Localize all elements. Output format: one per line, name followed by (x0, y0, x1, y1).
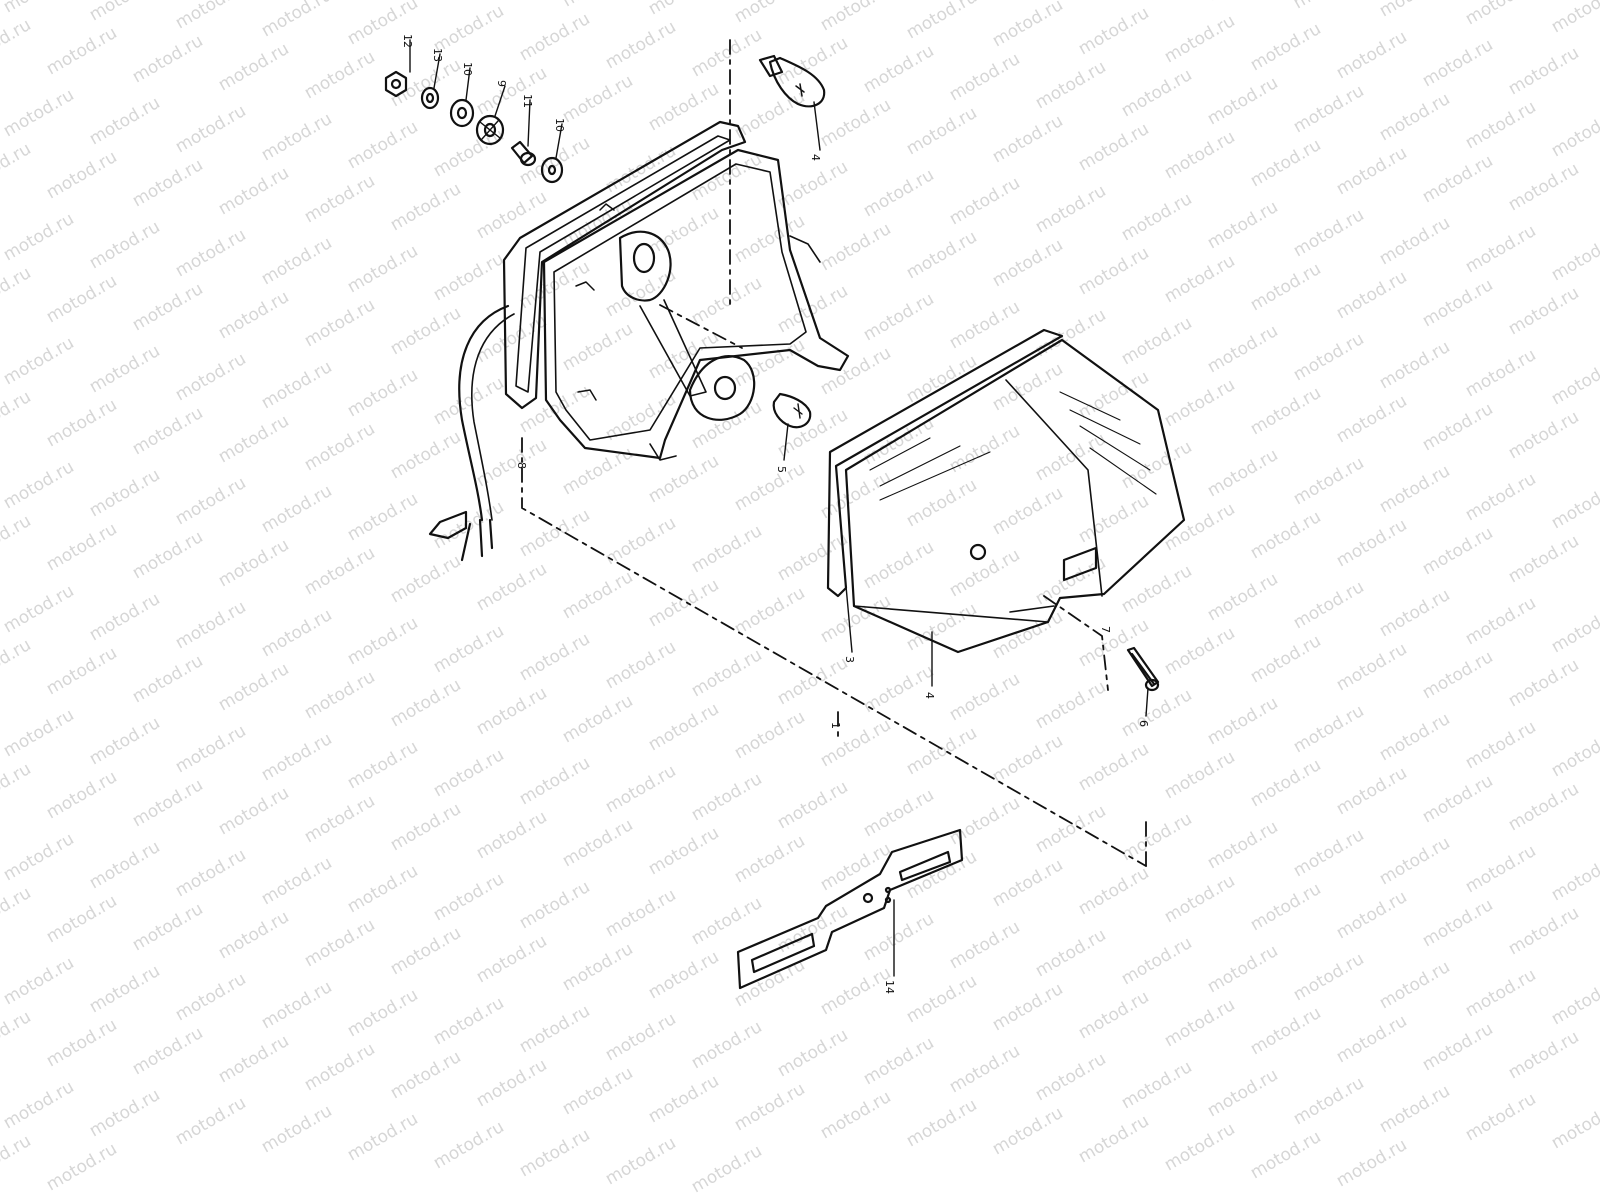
callout-labels: 12 13 10 9 11 10 4 5 8 3 4 7 6 1 14 (401, 34, 1150, 994)
callout-12: 12 (401, 34, 414, 48)
callout-1: 1 (829, 722, 842, 729)
washer-10-top (449, 98, 475, 128)
leader-lines (409, 39, 1149, 977)
callout-7: 7 (1099, 626, 1112, 633)
license-bracket (736, 828, 964, 990)
callout-10-top: 10 (461, 62, 474, 76)
callout-9: 9 (495, 80, 508, 87)
callout-4-lens: 4 (923, 692, 936, 699)
callout-4-bulb: 4 (809, 154, 822, 161)
bulb-bottom (772, 392, 812, 429)
grommet-9 (475, 114, 505, 146)
callout-11: 11 (521, 94, 534, 108)
callout-14: 14 (883, 980, 896, 994)
lamp-lens (826, 328, 1186, 654)
lamp-housing (502, 120, 850, 461)
callout-5: 5 (775, 466, 788, 473)
wiring-harness (428, 304, 515, 562)
callout-8: 8 (515, 462, 528, 469)
callout-10-bottom: 10 (553, 118, 566, 132)
bulb-top (758, 54, 826, 108)
callout-3: 3 (843, 656, 856, 663)
collar-11 (510, 140, 537, 167)
screw-6 (1126, 646, 1160, 692)
callout-6: 6 (1137, 720, 1150, 727)
nut-12 (384, 70, 408, 98)
washer-10-bottom (540, 156, 564, 184)
assembly-lines (521, 39, 1147, 867)
washer-13 (420, 86, 440, 110)
callout-13: 13 (431, 48, 444, 62)
